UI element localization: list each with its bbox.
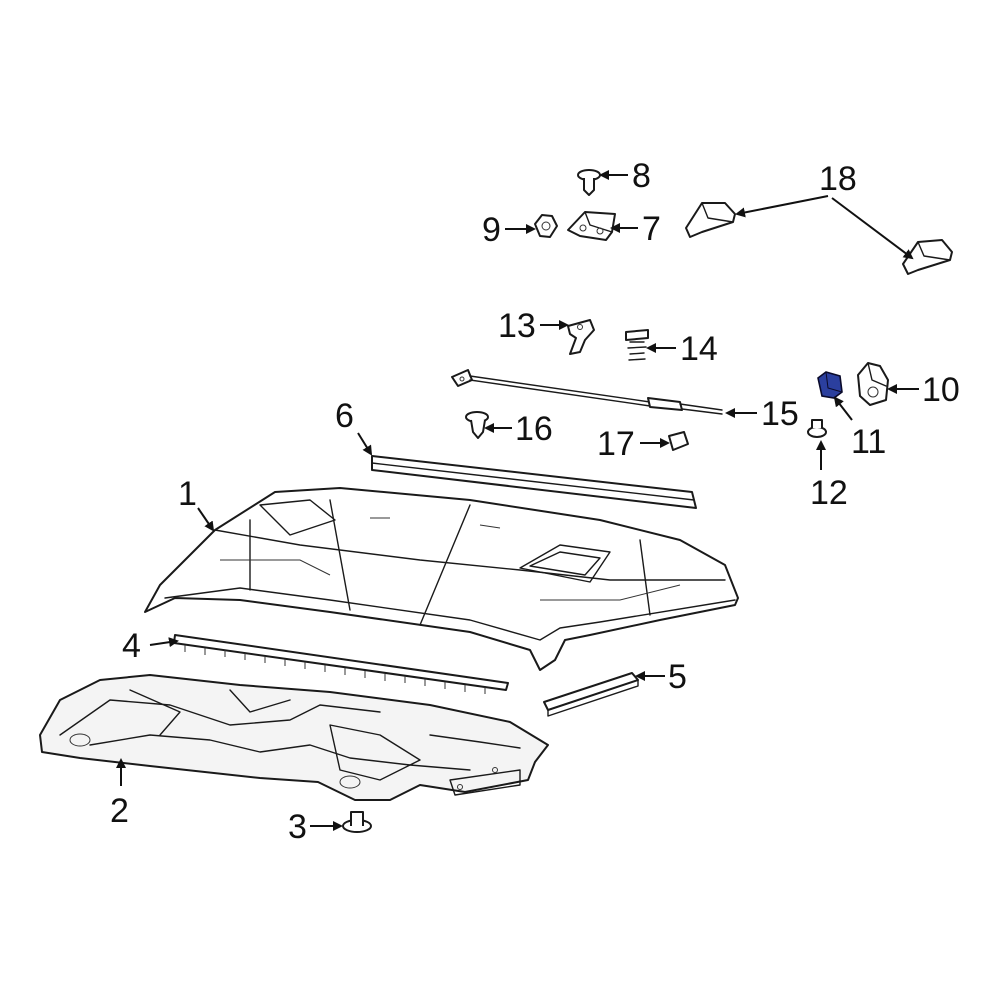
rear-seal xyxy=(371,455,697,509)
callout-3: 3 xyxy=(288,808,307,846)
callout-4: 4 xyxy=(122,627,141,665)
callout-12: 12 xyxy=(810,474,848,512)
hood-panel xyxy=(144,487,739,671)
bolt xyxy=(577,169,601,196)
mounting-bracket-left xyxy=(685,202,736,238)
callout-10: 10 xyxy=(922,371,960,409)
push-in-fastener xyxy=(465,411,489,439)
callout-2: 2 xyxy=(110,792,129,830)
rubber-stop xyxy=(668,431,689,451)
callout-9: 9 xyxy=(482,211,501,249)
callout-18: 18 xyxy=(819,160,857,198)
leader-18a xyxy=(735,195,829,218)
leader-4 xyxy=(149,637,179,648)
leader-11 xyxy=(833,396,853,421)
callout-5: 5 xyxy=(668,658,687,696)
callout-7: 7 xyxy=(642,210,661,248)
callout-11: 11 xyxy=(851,423,886,461)
leader-18b xyxy=(831,197,914,260)
hood-bumper xyxy=(857,362,889,406)
callout-15: 15 xyxy=(761,395,799,433)
callout-16: 16 xyxy=(515,410,553,448)
side-seal xyxy=(543,672,639,717)
mounting-bracket-right xyxy=(902,239,953,275)
retainer-clip-highlighted xyxy=(817,371,843,399)
leader-6 xyxy=(357,432,373,456)
callout-17: 17 xyxy=(597,425,635,463)
callout-14: 14 xyxy=(680,330,718,368)
callout-1: 1 xyxy=(178,475,197,513)
callouts: 1 2 3 4 5 6 7 8 9 10 11 12 13 14 15 16 1… xyxy=(110,157,960,846)
hood-insulator xyxy=(39,674,549,801)
nut xyxy=(534,214,558,238)
small-pin xyxy=(807,419,827,438)
leader-1 xyxy=(197,507,215,532)
hinge-bracket xyxy=(567,211,616,241)
callout-6: 6 xyxy=(335,397,354,435)
push-pin-fastener xyxy=(342,811,372,833)
callout-13: 13 xyxy=(498,307,536,345)
support-rod xyxy=(451,369,723,415)
leader-lines xyxy=(116,170,919,831)
spring-bumper xyxy=(625,329,649,361)
callout-8: 8 xyxy=(632,157,651,195)
latch-bracket xyxy=(567,319,595,355)
